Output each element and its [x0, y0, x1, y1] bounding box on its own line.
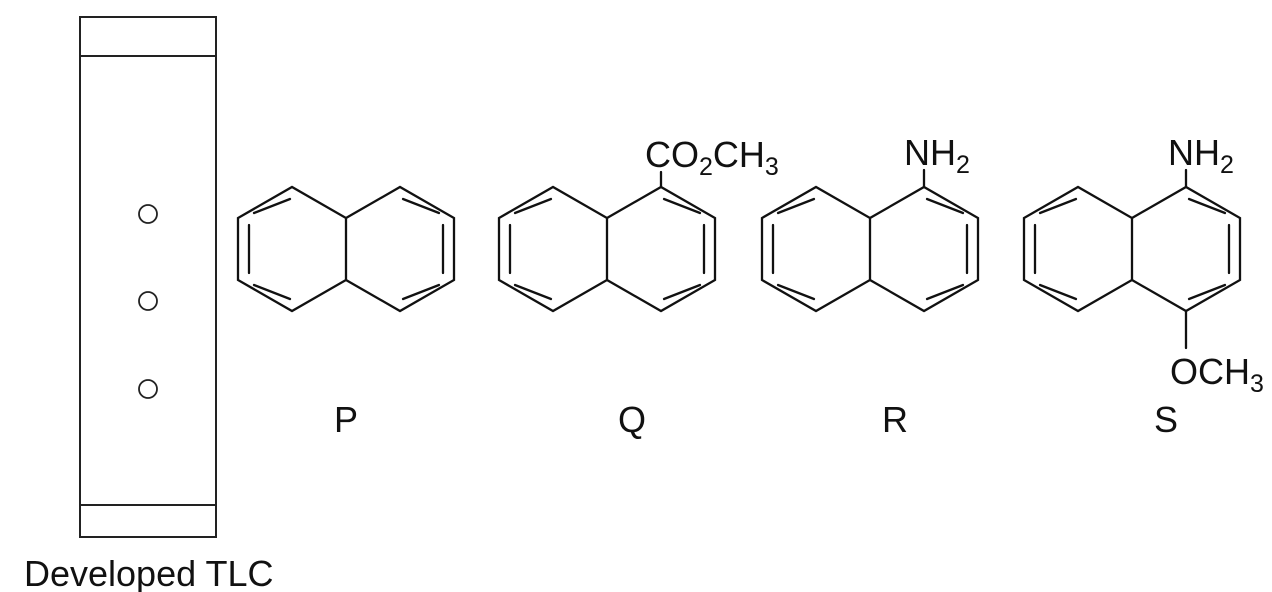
substituent-s-bottom: OCH3	[1170, 351, 1264, 398]
compound-s-structure	[1022, 168, 1242, 350]
substituent-r-top: NH2	[904, 132, 970, 179]
substituent-q-top: CO2CH3	[645, 134, 779, 181]
compound-q-structure	[497, 170, 717, 313]
tlc-caption: Developed TLC	[24, 553, 274, 592]
tlc-spot-3	[138, 379, 158, 399]
tlc-spot-1	[138, 204, 158, 224]
compound-label-r: R	[882, 399, 908, 440]
compound-label-p: P	[334, 399, 358, 440]
compound-label-s: S	[1154, 399, 1178, 440]
tlc-plate	[79, 16, 217, 538]
compound-label-q: Q	[618, 399, 646, 440]
substituent-s-top: NH2	[1168, 132, 1234, 179]
compound-r-structure	[760, 168, 980, 313]
tlc-plate-outline	[79, 16, 217, 538]
tlc-spot-2	[138, 291, 158, 311]
compound-p-structure	[236, 185, 456, 313]
